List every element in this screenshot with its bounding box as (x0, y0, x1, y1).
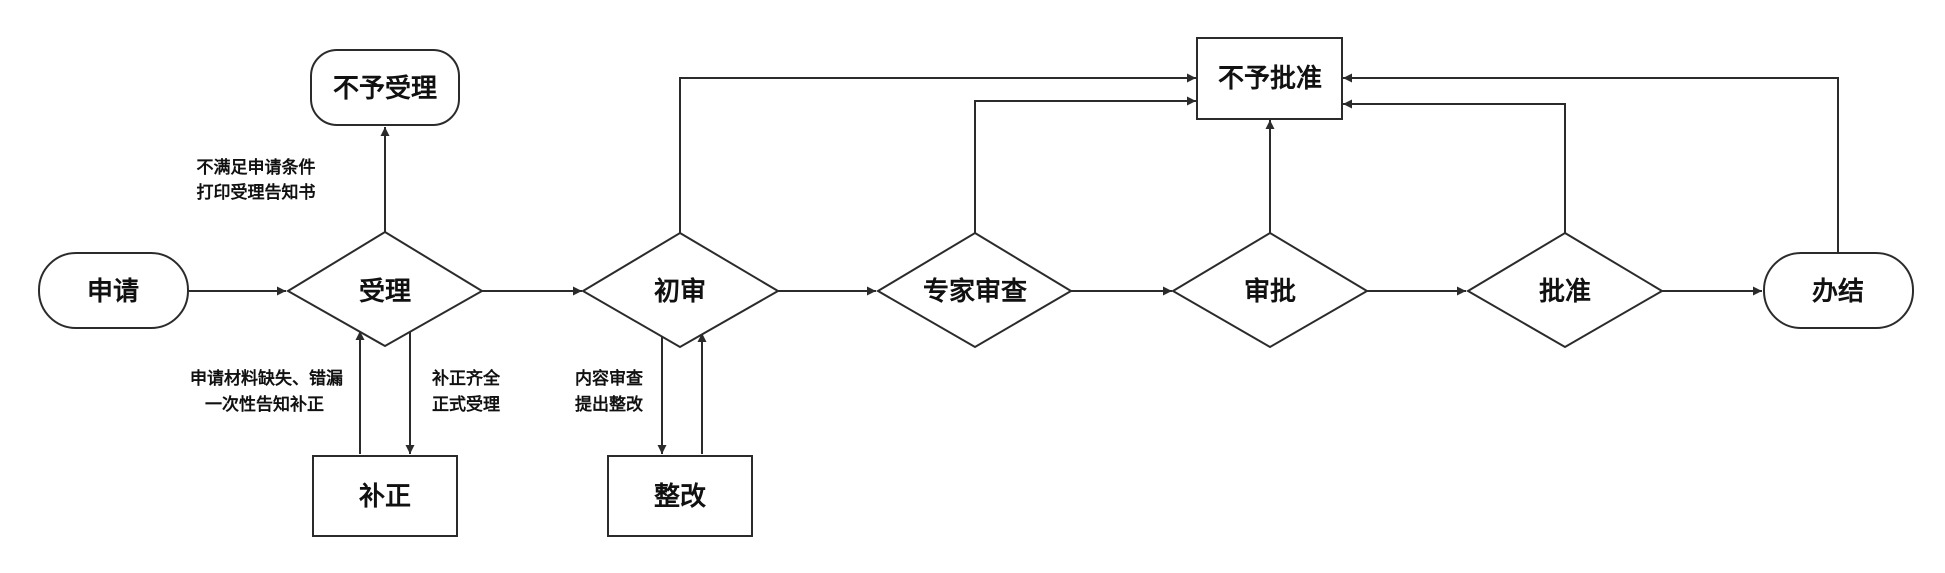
node-zhenggai-shape (607, 455, 753, 537)
annotation-complete: 补正齐全 正式受理 (431, 368, 501, 415)
annotation-reject-line2: 打印受理告知书 (197, 182, 316, 203)
node-pizhun: 批准 (1466, 231, 1664, 349)
node-shenqing-label: 申请 (87, 277, 139, 307)
node-buyupizhun: 不予批准 (1196, 37, 1343, 120)
node-buyupizhun-label: 不予批准 (1218, 64, 1322, 94)
node-banjie: 办结 (1763, 252, 1914, 329)
edges (188, 73, 1839, 454)
node-zhuanjia: 专家审查 (876, 231, 1073, 349)
annotation-missing: 申请材料缺失、错漏 一次性告知补正 (190, 368, 343, 415)
node-shouli: 受理 (286, 230, 484, 348)
annotation-missing-line1: 申请材料缺失、错漏 (190, 368, 343, 389)
node-chushen-label: 初审 (654, 276, 706, 307)
node-buzheng-label: 补正 (359, 482, 411, 512)
node-shenpi-shape (1171, 231, 1369, 349)
node-zhenggai: 整改 (607, 455, 753, 537)
annotation-missing-line2: 一次性告知补正 (205, 394, 324, 415)
node-shenpi: 审批 (1171, 231, 1369, 349)
node-chushen: 初审 (581, 231, 780, 349)
node-chushen-shape (581, 231, 780, 349)
node-shenpi-label: 审批 (1244, 276, 1296, 307)
node-buzheng: 补正 (312, 455, 458, 537)
node-pizhun-label: 批准 (1539, 277, 1591, 307)
node-shenqing-shape (38, 252, 189, 329)
annotation-reject: 不满足申请条件 打印受理告知书 (197, 157, 316, 203)
node-buzheng-shape (312, 455, 458, 537)
node-buyushouli-shape (310, 49, 460, 126)
annotation-review-line2: 提出整改 (575, 394, 644, 415)
node-buyushouli: 不予受理 (310, 49, 460, 126)
node-buyushouli-label: 不予受理 (333, 73, 437, 104)
edge-banjie-to-buyupizhun (1343, 73, 1839, 253)
node-buyupizhun-shape (1196, 37, 1343, 120)
node-banjie-shape (1763, 252, 1914, 329)
annotation-review: 内容审查 提出整改 (575, 368, 644, 415)
node-banjie-label: 办结 (1812, 277, 1864, 307)
node-shenqing: 申请 (38, 252, 189, 329)
node-zhenggai-label: 整改 (654, 481, 706, 512)
edge-zhuanjia-to-buyupizhun (974, 96, 1196, 233)
node-shouli-shape (286, 230, 484, 348)
node-zhuanjia-shape (876, 231, 1073, 349)
edge-chushen-to-buyupizhun (679, 73, 1196, 233)
annotation-reject-line1: 不满足申请条件 (197, 157, 316, 178)
annotation-complete-line2: 正式受理 (432, 394, 500, 415)
annotation-review-line1: 内容审查 (575, 368, 644, 389)
node-shouli-label: 受理 (359, 276, 411, 307)
annotation-complete-line1: 补正齐全 (431, 368, 501, 389)
node-pizhun-shape (1466, 231, 1664, 349)
node-zhuanjia-label: 专家审查 (923, 276, 1027, 307)
edge-pizhun-to-buyupizhun (1343, 99, 1566, 233)
